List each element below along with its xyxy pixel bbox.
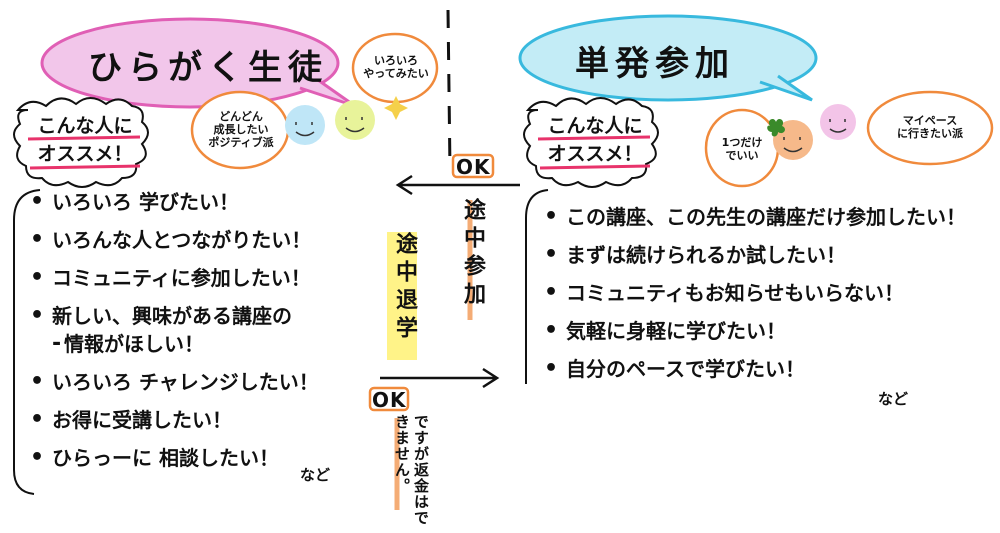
join-midway-label: 途中参加 [456, 198, 488, 310]
arrow-right [380, 369, 497, 387]
right-bubble-single-line2: でいい [712, 149, 772, 162]
left-recommend-label: こんな人に オススメ！ [26, 112, 144, 168]
right-bubble-mypace-line1: マイペース [876, 114, 984, 127]
list-item: まずは続けられるか試したい！ [540, 243, 966, 267]
right-feature-list: この講座、この先生の講座だけ参加したい！ まずは続けられるか試したい！ コミュニ… [540, 205, 966, 381]
ok-bottom-label: OK [372, 388, 407, 412]
list-item: いろんな人とつながりたい！ [26, 228, 319, 252]
right-title: 単発参加 [575, 36, 735, 85]
right-bubble-single-line1: 1つだけ [712, 136, 772, 149]
left-bubble-positive-line3: ポジティブ派 [200, 136, 282, 149]
refund-note: ですが返金はできません。 [392, 414, 430, 532]
left-bubble-positive-line1: どんどん [200, 110, 282, 123]
left-bubble-positive-line2: 成長したい [200, 123, 282, 136]
left-bubble-try-line2: やってみたい [358, 67, 434, 80]
face-green-icon [335, 100, 375, 140]
left-bubble-positive: どんどん 成長したい ポジティブ派 [200, 110, 282, 149]
face-pink-icon [820, 104, 856, 140]
list-item: お得に受講したい！ [26, 408, 319, 432]
right-bubble-single: 1つだけ でいい [712, 136, 772, 162]
list-item: 新しい、興味がある講座の [26, 304, 319, 328]
left-recommend-line1: こんな人に [26, 112, 144, 140]
list-item: コミュニティもお知らせもいらない！ [540, 281, 966, 305]
right-recommend-line1: こんな人に [536, 112, 654, 140]
list-item: コミュニティに参加したい！ [26, 266, 319, 290]
list-item: 気軽に身軽に学びたい！ [540, 319, 966, 343]
left-etc: など [300, 464, 330, 485]
right-bubble-mypace-line2: に行きたい派 [876, 127, 984, 140]
dashed-divider [448, 10, 450, 170]
list-item: いろいろ チャレンジしたい！ [26, 370, 319, 394]
list-item: この講座、この先生の講座だけ参加したい！ [540, 205, 966, 229]
left-bubble-try: いろいろ やってみたい [358, 54, 434, 80]
ok-top-label: OK [456, 155, 491, 179]
right-recommend-line2: オススメ！ [536, 140, 654, 168]
list-item-continued: 情報がほしい！ [26, 332, 319, 356]
list-item: いろいろ 学びたい！ [26, 190, 319, 214]
face-blue-icon [285, 105, 325, 145]
left-bubble-try-line1: いろいろ [358, 54, 434, 67]
left-feature-list: いろいろ 学びたい！ いろんな人とつながりたい！ コミュニティに参加したい！ 新… [26, 190, 319, 470]
right-recommend-label: こんな人に オススメ！ [536, 112, 654, 168]
leave-midway-label: 途中退学 [388, 232, 420, 344]
left-title: ひらがく生徒 [88, 40, 328, 89]
list-item: ひらっーに 相談したい！ [26, 446, 319, 470]
right-bubble-mypace: マイペース に行きたい派 [876, 114, 984, 140]
right-etc: など [878, 388, 908, 409]
left-recommend-line2: オススメ！ [26, 140, 144, 168]
list-item: 自分のペースで学びたい！ [540, 357, 966, 381]
